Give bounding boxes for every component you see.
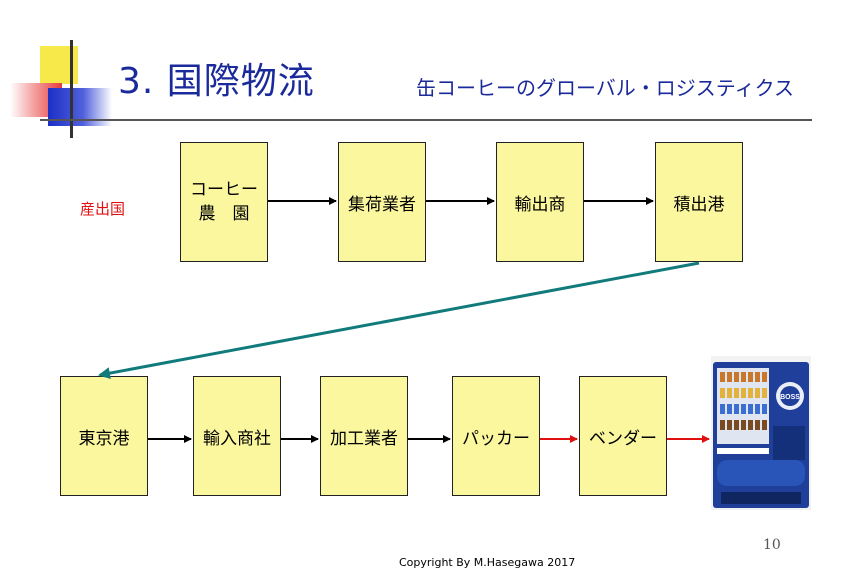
box-processor: 加工業者 [320,376,408,496]
box-exporter: 輸出商 [496,142,584,262]
slide-subtitle: 缶コーヒーのグローバル・ロジスティクス [416,76,794,100]
box-coffee-farm-line2: 農 園 [198,204,250,224]
copyright-text: Copyright By M.Hasegawa 2017 [399,556,576,569]
producing-country-label: 産出国 [80,200,126,218]
title-underline [40,119,812,121]
box-collector: 集荷業者 [338,142,426,262]
box-vendor: ベンダー [579,376,667,496]
box-import-trader: 輸入商社 [193,376,281,496]
vending-brand-text: BOSS [780,394,800,401]
arrow-port-to-tokyo [98,261,700,380]
page-number: 10 [763,537,781,553]
vending-machine-image: BOSS [711,356,811,510]
box-coffee-farm: コーヒー 農 園 [180,142,268,262]
box-tokyo-port: 東京港 [60,376,148,496]
decor-vertical-line [70,40,73,138]
box-packer: パッカー [452,376,540,496]
slide-title: 3. 国際物流 [118,61,315,102]
box-coffee-farm-line1: コーヒー [190,180,258,200]
box-shipping-port: 積出港 [655,142,743,262]
